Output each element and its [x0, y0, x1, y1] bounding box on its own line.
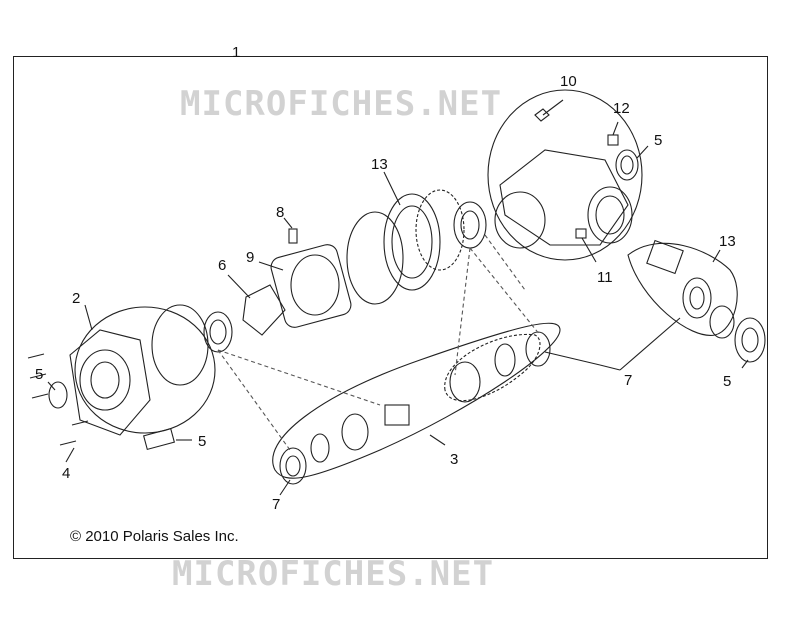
bearing-left	[203, 311, 233, 353]
bearing-center	[453, 201, 487, 249]
projection-lines	[217, 234, 541, 451]
callout-10: 10	[560, 73, 577, 90]
cover-seal-ring	[151, 304, 209, 386]
callout-8: 8	[276, 204, 285, 221]
ring-gear	[383, 193, 441, 291]
cover-housing	[69, 329, 151, 436]
callout-13-ring-gear: 13	[371, 156, 388, 173]
callout-2: 2	[72, 290, 81, 307]
cover-plate-6	[242, 284, 286, 336]
assembly-frame	[13, 56, 768, 559]
callout-6: 6	[218, 257, 227, 274]
callout-5-bracket: 5	[198, 433, 207, 450]
housing-group-outline	[487, 89, 643, 261]
callout-13-pinion: 13	[719, 233, 736, 250]
bearing-7-bottom	[279, 447, 307, 485]
part-5-bracket	[142, 427, 176, 451]
callout-7-right: 7	[624, 372, 633, 389]
callout-3: 3	[450, 451, 459, 468]
callout-4: 4	[62, 465, 71, 482]
housing-port	[587, 186, 633, 244]
pinion-bearing	[682, 277, 712, 319]
seal-5-right	[734, 317, 766, 363]
callout-11: 11	[597, 269, 613, 286]
bearing-kit-outline	[272, 322, 561, 479]
callout-5-right: 5	[723, 373, 732, 390]
copyright-text: © 2010 Polaris Sales Inc.	[70, 528, 239, 545]
callout-9: 9	[246, 249, 255, 266]
bearing-7-right	[525, 331, 551, 367]
part-10-fitting	[534, 108, 550, 122]
ring-gear-shim	[346, 211, 404, 305]
callout-12: 12	[613, 100, 630, 117]
seal-5-top	[615, 149, 639, 181]
housing-opening	[494, 191, 546, 249]
seal-5-left	[48, 381, 68, 409]
watermark-top: MICROFICHES.NET	[180, 84, 503, 124]
watermark-bottom: MICROFICHES.NET	[172, 554, 495, 594]
clutch-rollers	[290, 254, 340, 316]
bearing-kit-inner	[444, 333, 541, 402]
callout-1: 1	[232, 44, 241, 61]
pin-8	[288, 228, 298, 244]
housing-body	[499, 149, 629, 246]
part-12-plug	[607, 134, 619, 146]
cover-group-outline	[74, 306, 216, 434]
pinion-shaft	[646, 239, 684, 275]
clutch-group-outline	[270, 244, 352, 328]
callout-5-top: 5	[654, 132, 663, 149]
callout-5-left: 5	[35, 366, 44, 383]
part-11-plug	[575, 228, 587, 239]
bolts-4	[27, 353, 89, 463]
callout-7-bottom: 7	[272, 496, 281, 513]
pinion-group-outline	[627, 242, 738, 336]
